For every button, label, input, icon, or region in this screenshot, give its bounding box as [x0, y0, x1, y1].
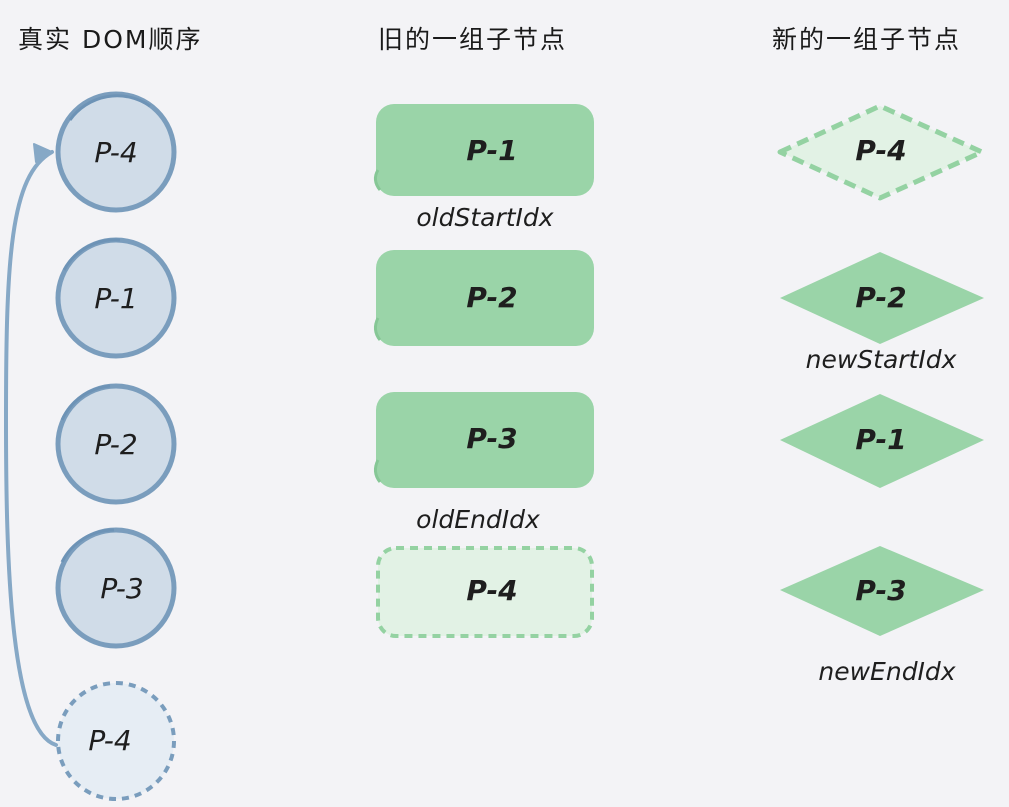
real-dom-node-ghost: P-4 [56, 681, 176, 801]
new-end-idx-label: newEndIdx [818, 657, 955, 686]
new-child-label: P-2 [855, 281, 906, 314]
old-child-label: P-3 [466, 422, 517, 455]
new-child-label: P-1 [855, 423, 906, 456]
real-dom-node-label: P-1 [94, 282, 137, 315]
old-child-node-processed: P-4 [376, 546, 594, 638]
new-child-label: P-4 [855, 134, 906, 167]
real-dom-node: P-4 [55, 91, 177, 213]
old-child-label: P-1 [466, 134, 517, 167]
new-child-label: P-3 [855, 574, 906, 607]
real-dom-node-label: P-3 [100, 572, 143, 605]
new-start-idx-label: newStartIdx [806, 345, 957, 374]
old-children-title: 旧的一组子节点 [378, 25, 567, 54]
real-dom-node: P-1 [55, 237, 177, 359]
old-child-label: P-4 [466, 574, 517, 607]
move-arrow [3, 143, 58, 747]
real-dom-title: 真实 DOM顺序 [18, 25, 202, 54]
real-dom-node-label: P-2 [94, 428, 137, 461]
real-dom-node: P-3 [55, 527, 177, 649]
new-child-node: P-1 [780, 394, 984, 488]
new-child-node: P-3 [780, 546, 984, 636]
old-child-node: P-3 [373, 392, 594, 488]
new-child-node: P-2 [780, 252, 984, 344]
new-children-title: 新的一组子节点 [772, 25, 961, 54]
old-child-label: P-2 [466, 281, 517, 314]
old-child-node: P-1 [373, 104, 594, 196]
old-child-node: P-2 [373, 250, 594, 346]
real-dom-node-label: P-4 [94, 136, 137, 169]
real-dom-node: P-2 [55, 383, 177, 505]
old-end-idx-label: oldEndIdx [416, 505, 540, 534]
old-start-idx-label: oldStartIdx [416, 203, 553, 232]
real-dom-node-label: P-4 [88, 724, 131, 757]
new-child-node-processed: P-4 [777, 103, 985, 201]
